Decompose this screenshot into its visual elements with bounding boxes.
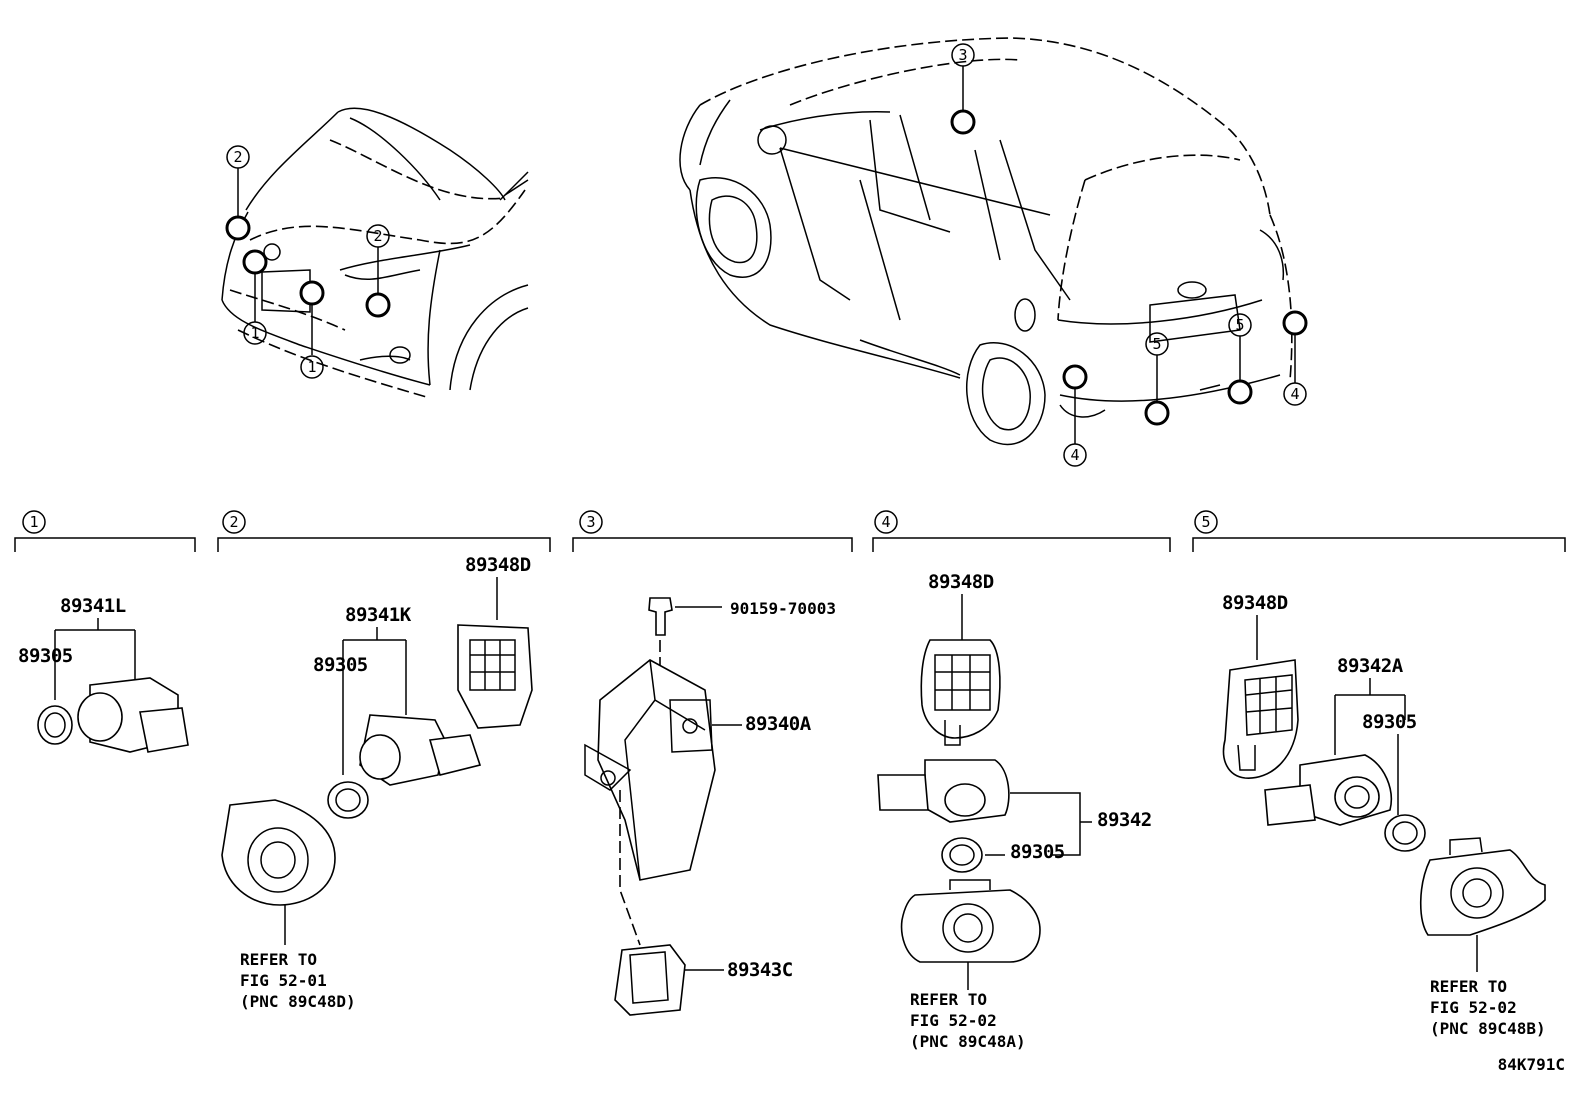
- refer-text: (PNC 89C48A): [910, 1032, 1026, 1051]
- bumper-holder: [1419, 849, 1546, 936]
- connector: [428, 734, 482, 776]
- section-headers: 1 2 3 4 5: [14, 510, 1566, 552]
- sensor-position-marker: [242, 249, 268, 275]
- part-number: 89342A: [1337, 655, 1404, 677]
- section-3: 90159-70003 89340A 89343C: [584, 597, 836, 1016]
- callout-number: 5: [1152, 335, 1161, 353]
- section-number: 4: [881, 513, 890, 531]
- section-1: 89341L 89305: [18, 595, 189, 753]
- part-number: 89343C: [727, 959, 793, 981]
- front-vehicle-view: [221, 107, 529, 399]
- connector: [877, 774, 929, 811]
- connector: [139, 707, 189, 753]
- callout-number: 4: [1290, 385, 1299, 403]
- part-number: 89305: [18, 645, 73, 667]
- refer-text: REFER TO: [910, 990, 987, 1009]
- rear-vehicle-view: [679, 37, 1293, 446]
- sensor-bracket: [457, 624, 533, 729]
- bolt: [648, 597, 673, 636]
- part-number: 89341K: [345, 604, 412, 626]
- bumper-holder: [900, 889, 1041, 963]
- refer-text: FIG 52-01: [240, 971, 327, 990]
- part-number: 90159-70003: [730, 599, 836, 618]
- part-number: 89348D: [1222, 592, 1288, 614]
- retainer-ring: [1384, 814, 1426, 852]
- sensor-position-marker: [365, 292, 391, 318]
- sensor-position-marker: [1227, 379, 1253, 405]
- diagram-code: 84K791C: [1498, 1055, 1565, 1074]
- callout-number: 2: [373, 227, 382, 245]
- section-number: 1: [29, 513, 38, 531]
- refer-text: FIG 52-02: [910, 1011, 997, 1030]
- part-number: 89348D: [465, 554, 531, 576]
- sensor-position-marker: [1062, 364, 1088, 390]
- part-number: 89341L: [60, 595, 126, 617]
- refer-text: (PNC 89C48B): [1430, 1019, 1546, 1038]
- connector: [1264, 784, 1316, 826]
- refer-text: REFER TO: [1430, 977, 1507, 996]
- section-2: 89348D 89341K 89305 REFER TO FIG 52-01 (…: [221, 554, 533, 1011]
- sensor-position-marker: [1282, 310, 1308, 336]
- section-number: 5: [1201, 513, 1210, 531]
- sensor-bracket: [920, 639, 1001, 739]
- callout-number: 3: [958, 46, 967, 64]
- callout-number: 5: [1235, 316, 1244, 334]
- buzzer: [614, 944, 686, 1016]
- section-5: 89348D 89342A 89305 REFER TO FIG 52-02 (…: [1222, 592, 1546, 1038]
- control-module: [597, 659, 716, 881]
- part-number: 89348D: [928, 571, 994, 593]
- callout-number: 4: [1070, 446, 1079, 464]
- sensor-bracket: [1222, 659, 1299, 779]
- sensor-position-marker: [299, 280, 325, 306]
- part-number: 89305: [1362, 711, 1417, 733]
- section-4: 89348D 89342 89305 REFER TO FIG 52-02 (P…: [877, 571, 1152, 1051]
- part-number: 89305: [1010, 841, 1065, 863]
- section-number: 3: [586, 513, 595, 531]
- refer-text: (PNC 89C48D): [240, 992, 356, 1011]
- retainer-ring: [37, 705, 73, 745]
- refer-text: REFER TO: [240, 950, 317, 969]
- refer-text: FIG 52-02: [1430, 998, 1517, 1017]
- rear-callouts: 3 4 5 5 4: [950, 43, 1308, 467]
- callout-number: 1: [307, 358, 316, 376]
- sensor-position-marker: [950, 109, 976, 135]
- section-number: 2: [229, 513, 238, 531]
- sensor-position-marker: [1144, 400, 1170, 426]
- bumper-holder: [221, 799, 336, 906]
- part-number: 89305: [313, 654, 368, 676]
- part-number: 89342: [1097, 809, 1152, 831]
- retainer-ring: [327, 781, 369, 819]
- callout-number: 1: [250, 324, 259, 342]
- part-number: 89340A: [745, 713, 812, 735]
- sensor-position-marker: [225, 215, 251, 241]
- front-callouts: 2 1 1 2: [225, 145, 391, 379]
- callout-number: 2: [233, 148, 242, 166]
- retainer-ring: [941, 837, 983, 873]
